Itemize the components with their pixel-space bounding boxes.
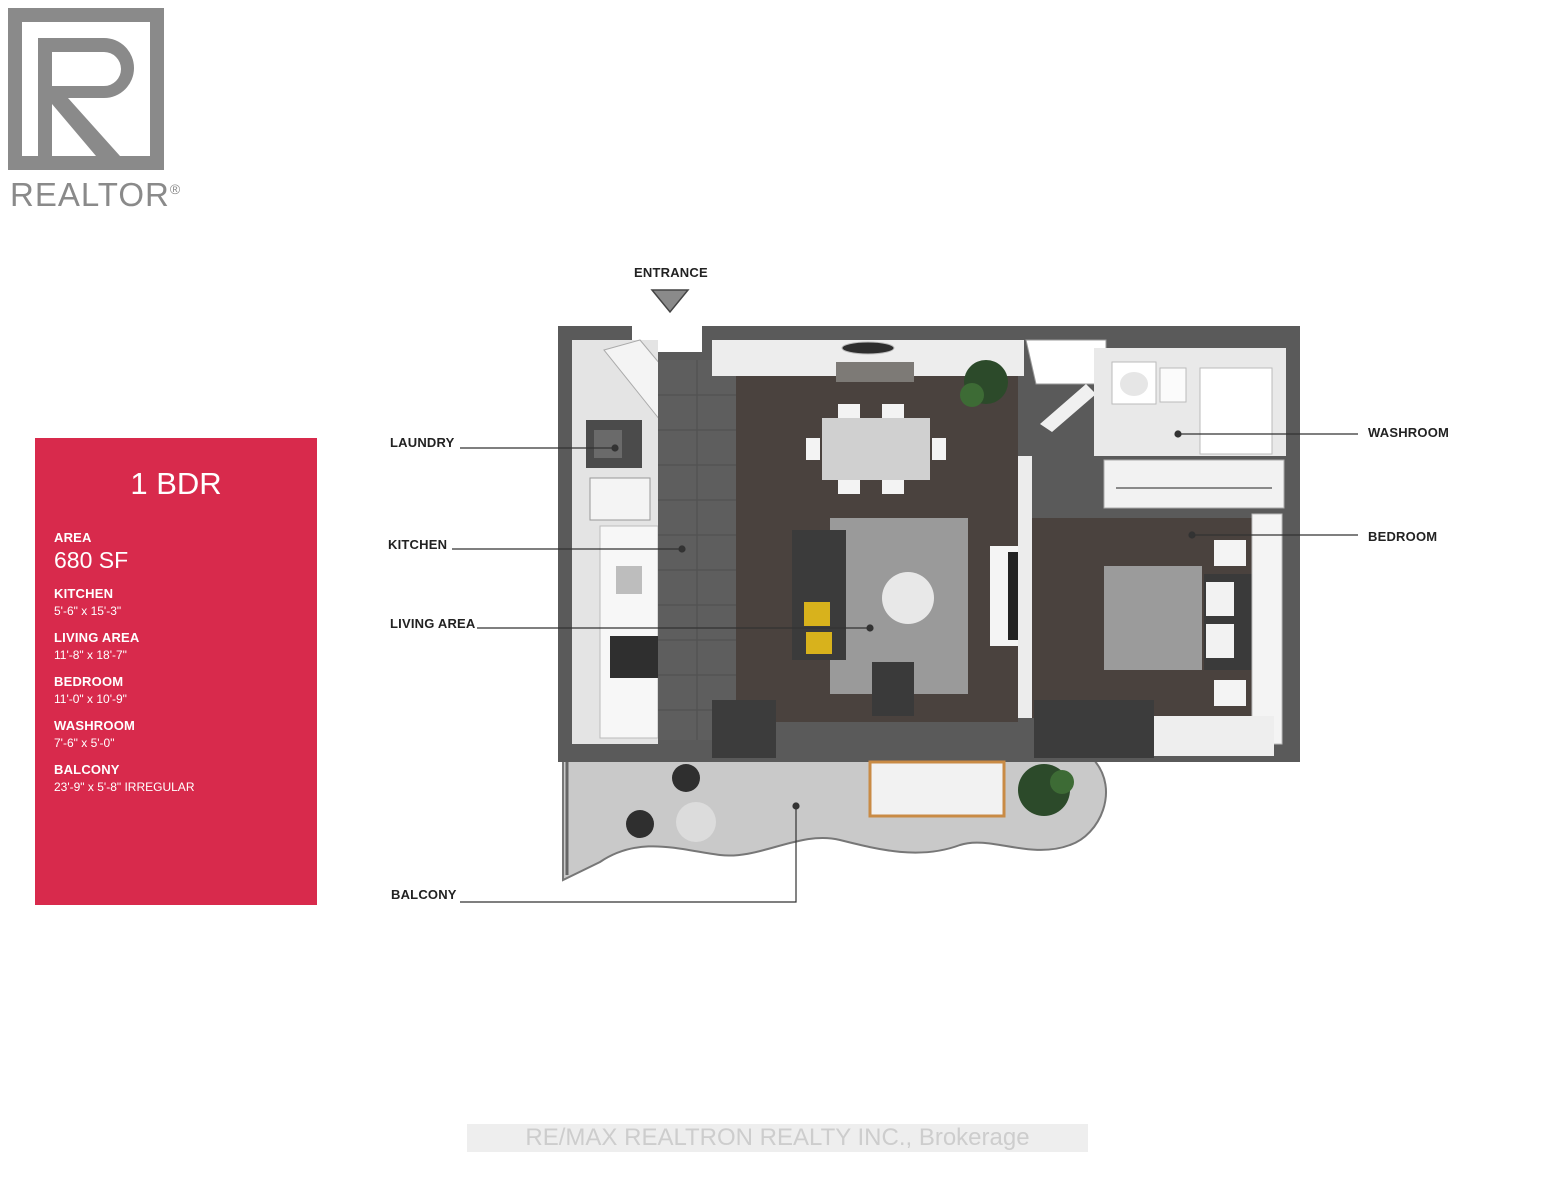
bottom-cabinet-left — [712, 700, 776, 758]
spec-washroom: WASHROOM 7'-6" x 5'-0" — [54, 718, 194, 750]
spec-label: KITCHEN — [54, 586, 114, 601]
bottom-cabinet-right — [1034, 700, 1154, 758]
bedroom-closet — [1103, 459, 1285, 509]
spec-value: 680 SF — [54, 547, 129, 573]
realtor-wordmark: REALTOR® — [10, 176, 182, 213]
entrance-arrow-icon — [650, 289, 690, 314]
balcony-leader — [460, 806, 797, 903]
callout-entrance: ENTRANCE — [634, 265, 708, 280]
callout-washroom: WASHROOM — [1368, 425, 1450, 440]
spec-kitchen: KITCHEN 5'-6" x 15'-3" — [54, 586, 194, 618]
partition-wall — [1018, 456, 1032, 718]
realtor-logo: REALTOR® — [8, 8, 188, 218]
spec-living-area: LIVING AREA 11'-8" x 18'-7" — [54, 630, 194, 662]
spec-value: 23'-9" x 5'-8" IRREGULAR — [54, 780, 195, 794]
spec-value: 11'-8" x 18'-7" — [54, 648, 127, 662]
ceiling-light — [841, 341, 895, 355]
sideboard — [836, 362, 914, 382]
spec-label: BALCONY — [54, 762, 120, 777]
spec-value: 7'-6" x 5'-0" — [54, 736, 115, 750]
nightstand — [1214, 540, 1246, 566]
unit-type-title: 1 BDR — [130, 466, 222, 501]
bed — [1104, 566, 1202, 670]
realtor-r-icon — [8, 8, 164, 170]
toilet — [1159, 367, 1187, 403]
spec-area: AREA 680 SF — [54, 530, 194, 574]
callout-balcony: BALCONY — [391, 887, 457, 902]
bathtub — [1199, 367, 1273, 455]
spec-label: AREA — [54, 530, 92, 545]
spec-balcony: BALCONY 23'-9" x 5'-8" IRREGULAR — [54, 762, 194, 794]
cushion — [804, 602, 830, 626]
spec-value: 5'-6" x 15'-3" — [54, 604, 122, 618]
spec-value: 11'-0" x 10'-9" — [54, 692, 127, 706]
armchair — [872, 662, 914, 716]
spec-label: WASHROOM — [54, 718, 136, 733]
spec-label: LIVING AREA — [54, 630, 140, 645]
dining-table — [822, 418, 930, 480]
spec-bedroom: BEDROOM 11'-0" x 10'-9" — [54, 674, 194, 706]
callout-laundry: LAUNDRY — [390, 435, 455, 450]
fridge — [589, 477, 651, 521]
brokerage-watermark: RE/MAX REALTRON REALTY INC., Brokerage — [467, 1124, 1088, 1152]
balcony-bench — [868, 760, 1006, 818]
bedroom-window-wall — [1251, 513, 1283, 745]
balcony-chair — [672, 764, 700, 792]
coffee-table — [882, 572, 934, 624]
callout-bedroom: BEDROOM — [1368, 529, 1438, 544]
balcony-table — [676, 802, 716, 842]
stove — [610, 636, 658, 678]
callout-kitchen: KITCHEN — [388, 537, 448, 552]
unit-spec-panel: 1 BDR AREA 680 SF KITCHEN 5'-6" x 15'-3"… — [35, 438, 317, 905]
spec-list: AREA 680 SF KITCHEN 5'-6" x 15'-3" LIVIN… — [54, 530, 194, 806]
counter — [599, 525, 659, 739]
spec-label: BEDROOM — [54, 674, 124, 689]
callout-living-area: LIVING AREA — [390, 616, 476, 631]
sink — [616, 566, 642, 594]
